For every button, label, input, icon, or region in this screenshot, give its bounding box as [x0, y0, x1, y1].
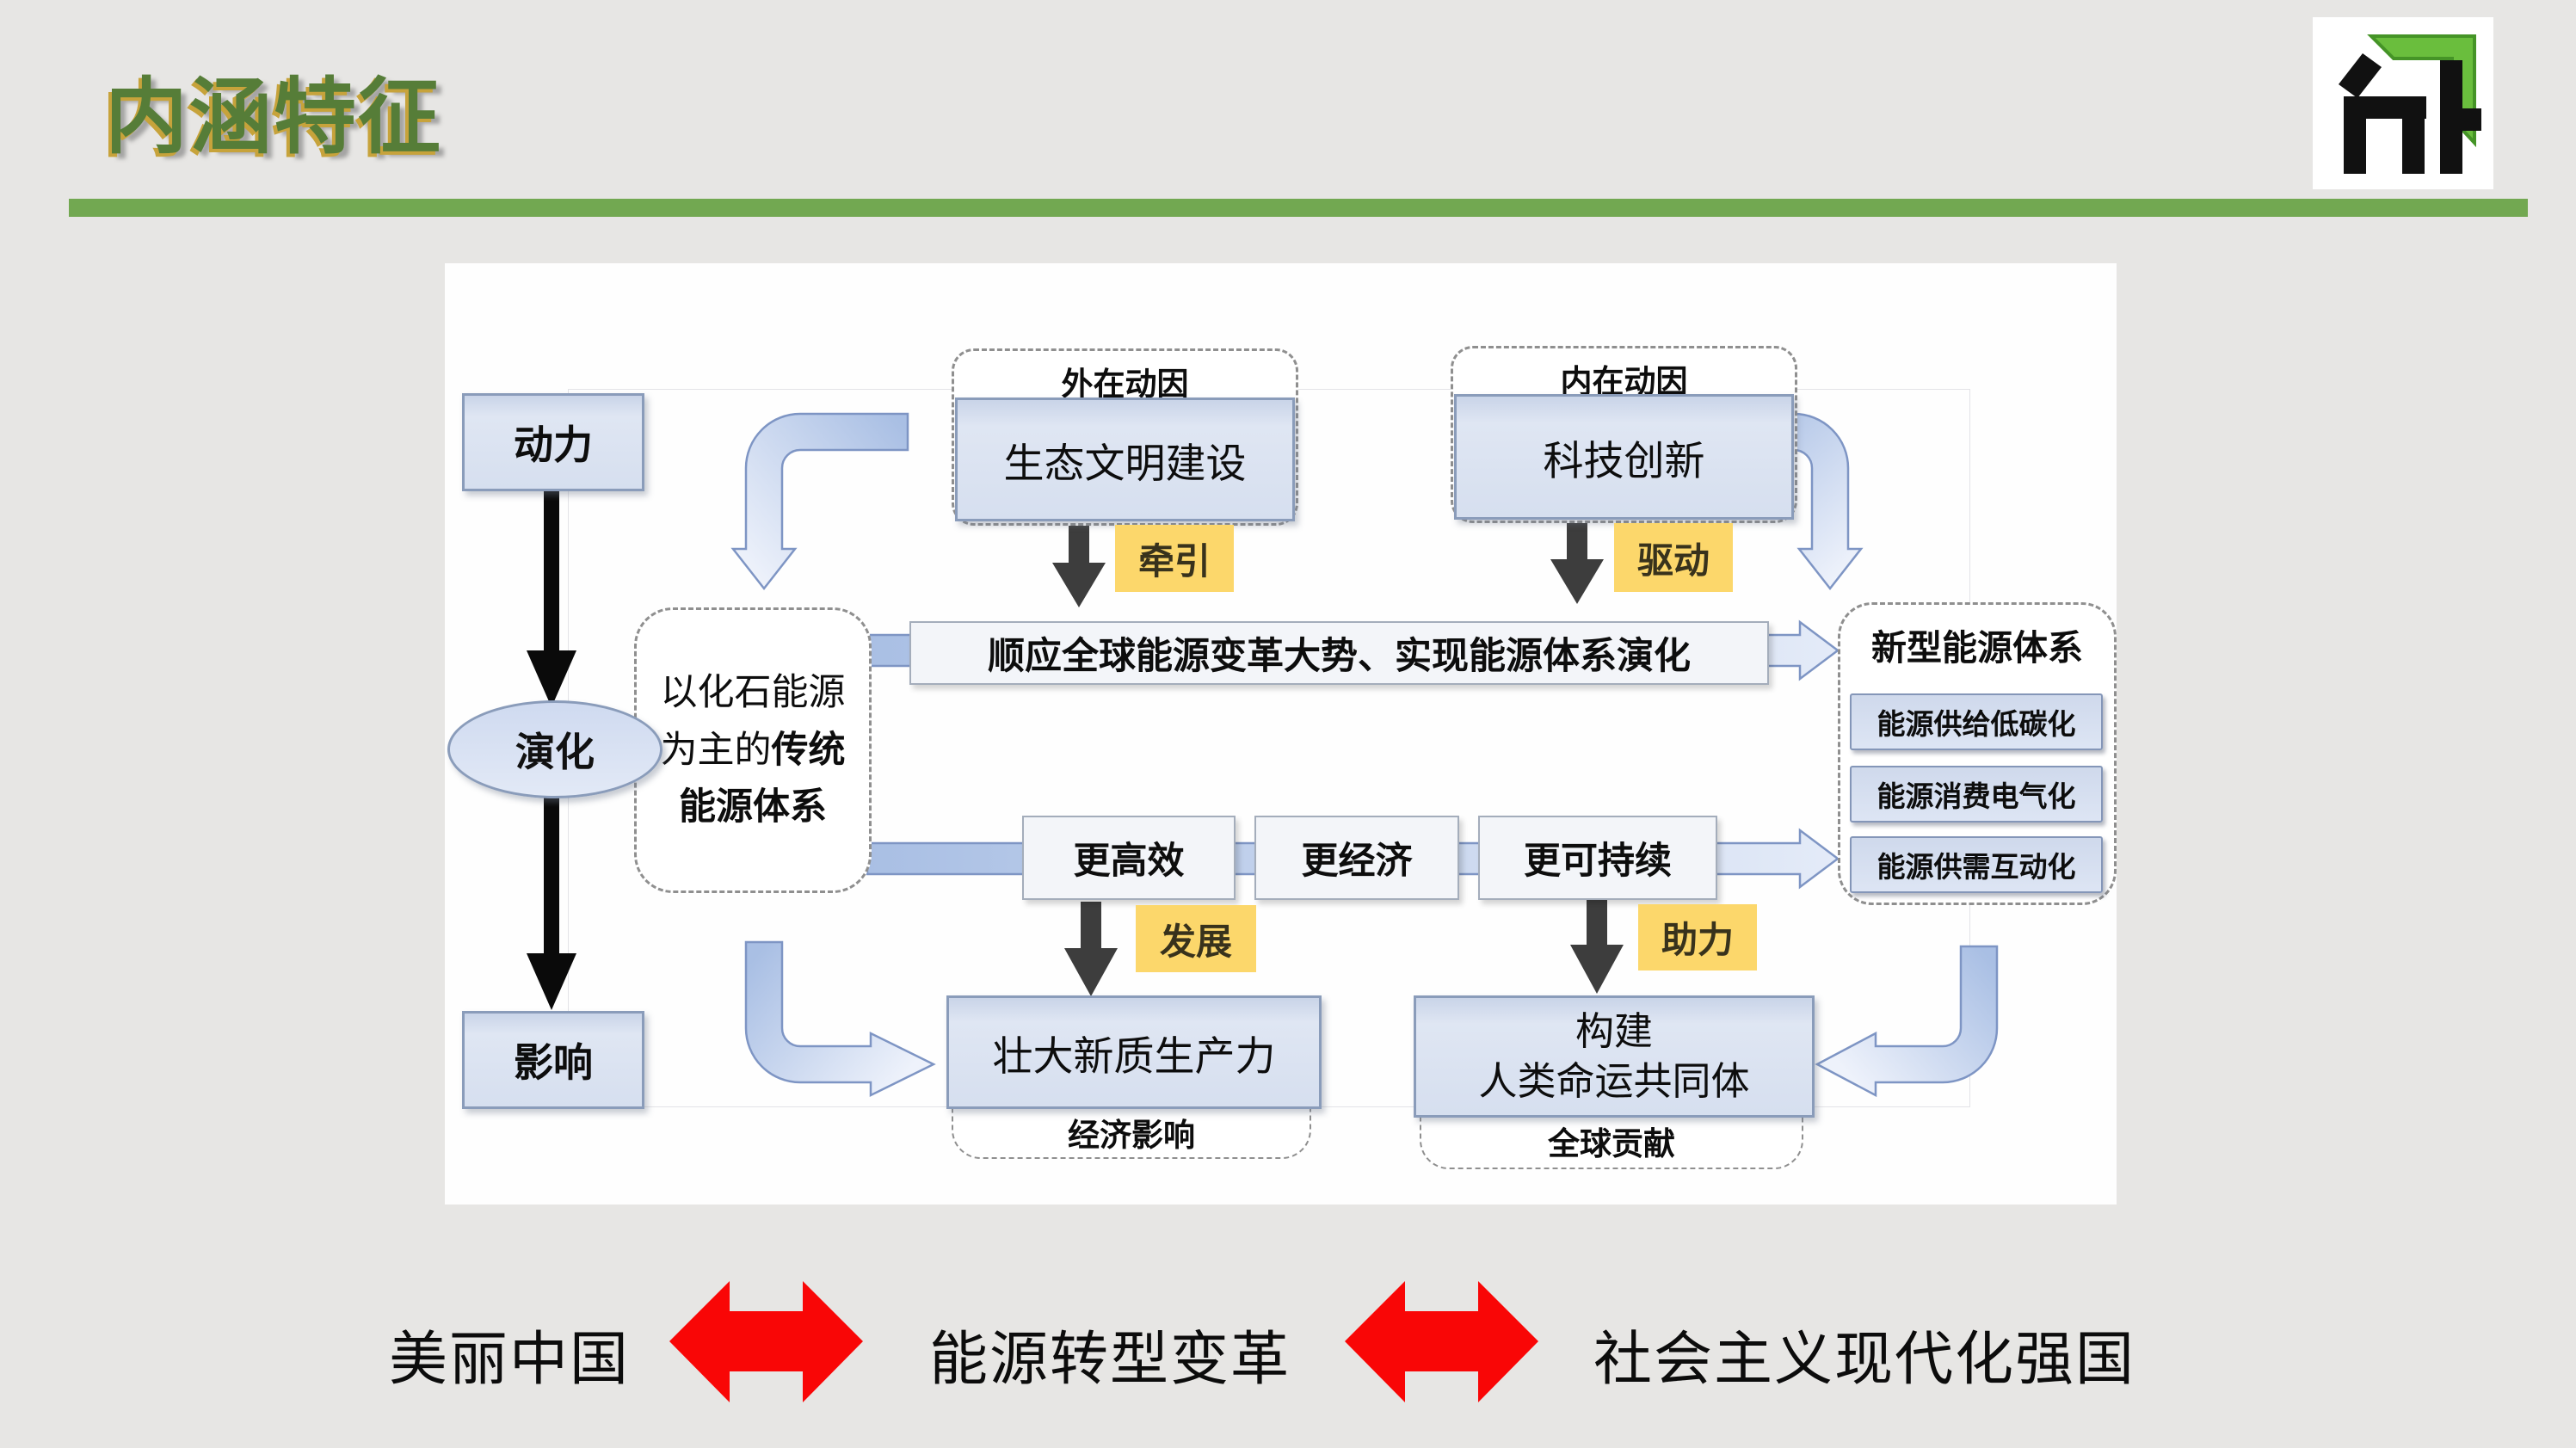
traditional-energy-system-text: 以化石能源 为主的传统 能源体系 [660, 672, 846, 829]
footer-socialist-modernization: 社会主义现代化强国 [1593, 1327, 2136, 1392]
power-box: 动力 [462, 393, 644, 491]
quality-box-sustainable: 更可持续 [1478, 816, 1717, 900]
traditional-energy-system-box: 以化石能源 为主的传统 能源体系 [634, 607, 872, 893]
red-double-arrow-right [1345, 1281, 1538, 1402]
title-underline-bar [69, 199, 2528, 217]
footer-energy-transition: 能源转型变革 [929, 1327, 1291, 1392]
new-system-item-electrified: 能源消费电气化 [1850, 766, 2103, 823]
new-energy-system-title: 新型能源体系 [1871, 628, 2083, 668]
impact-box: 影响 [462, 1011, 644, 1109]
red-double-arrow-left [669, 1281, 863, 1402]
qudong-label: 驱动 [1614, 523, 1733, 592]
footer-beautiful-china: 美丽中国 [389, 1327, 631, 1392]
new-system-item-interactive: 能源供需互动化 [1850, 836, 2103, 893]
transition-banner: 顺应全球能源变革大势、实现能源体系演化 [909, 621, 1769, 685]
global-contribution-caption: 全球贡献 [1420, 1112, 1803, 1169]
qianyin-label: 牵引 [1115, 525, 1234, 592]
quality-box-economic: 更经济 [1254, 816, 1459, 900]
community-box-text: 构建 人类命运共同体 [1478, 1008, 1750, 1104]
eco-civilization-box: 生态文明建设 [955, 397, 1295, 521]
zhuli-label: 助力 [1638, 904, 1757, 970]
page-title: 内涵特征 [105, 71, 442, 163]
new-system-item-low-carbon: 能源供给低碳化 [1850, 693, 2103, 750]
energy-logo-icon [2313, 17, 2493, 189]
community-box: 构建 人类命运共同体 [1414, 995, 1815, 1118]
quality-box-efficient: 更高效 [1022, 816, 1236, 900]
productivity-box: 壮大新质生产力 [946, 995, 1322, 1109]
internal-driver-label: 内在动因 [1560, 364, 1688, 399]
economic-impact-caption: 经济影响 [952, 1104, 1311, 1159]
logo-glyph [2339, 34, 2481, 174]
external-driver-label: 外在动因 [1061, 367, 1189, 402]
fazhan-label: 发展 [1136, 905, 1256, 972]
tech-innovation-box: 科技创新 [1454, 394, 1794, 520]
evolution-ellipse: 演化 [447, 700, 662, 798]
